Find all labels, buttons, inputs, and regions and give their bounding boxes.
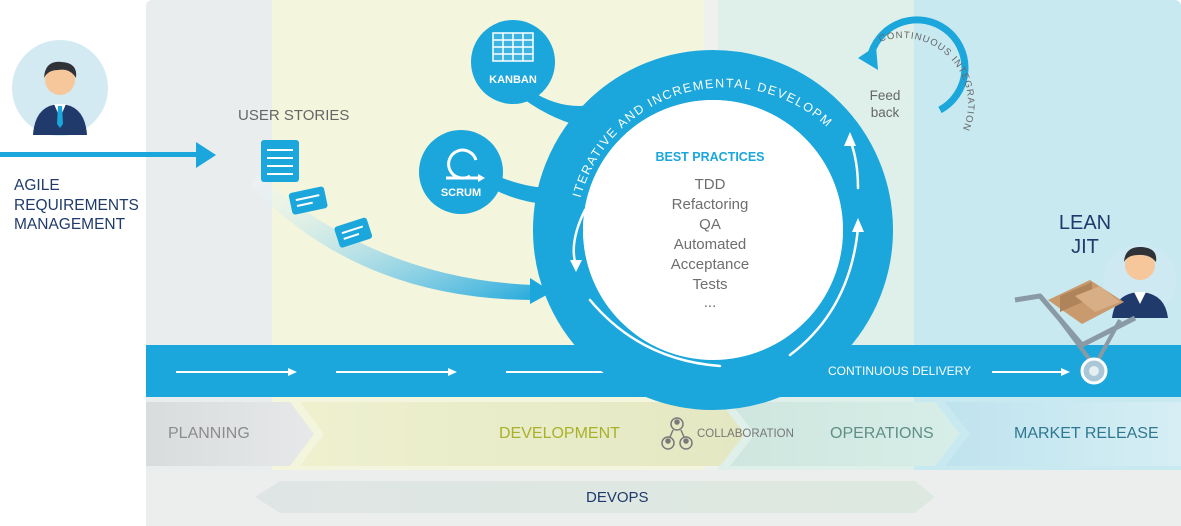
- best-practices-list: TDD Refactoring QA Automated Acceptance …: [613, 175, 807, 311]
- practice-item: TDD: [694, 176, 726, 193]
- devops-label: DEVOPS: [586, 489, 649, 506]
- feedback-label: Feed back: [864, 87, 906, 121]
- user-story-card-icon: [261, 140, 299, 182]
- continuous-delivery-label: CONTINUOUS DELIVERY: [828, 364, 972, 378]
- requirements-label-line3: MANAGEMENT: [14, 216, 126, 233]
- practice-item: Acceptance: [670, 256, 750, 273]
- feedback-label-line2: back: [870, 105, 900, 120]
- phase-collaboration: COLLABORATION: [697, 428, 794, 440]
- cycle-arrowheads: [570, 132, 864, 272]
- chevron-planning: [146, 402, 314, 466]
- phase-planning: PLANNING: [168, 425, 250, 442]
- devops-arrow: [255, 481, 935, 513]
- practice-item: ...: [703, 294, 717, 311]
- lean-jit-avatar: [1104, 244, 1176, 318]
- kanban-board-icon: [492, 32, 534, 62]
- scrum-badge[interactable]: [419, 130, 503, 214]
- user-stories-flow-arrowhead: [530, 278, 552, 304]
- requirements-label-line2: REQUIREMENTS: [14, 196, 139, 214]
- chevron-development: [300, 402, 745, 466]
- feedback-loop-arrowhead: [858, 46, 878, 70]
- feedback-loop-arrow: [866, 16, 969, 114]
- chevron-market-release: [945, 402, 1181, 466]
- best-practices-heading: BEST PRACTICES: [655, 150, 765, 164]
- user-story-note-icon: [288, 186, 328, 215]
- practice-item: QA: [699, 216, 721, 233]
- practice-item: Automated: [673, 236, 747, 253]
- requirements-arrow: [0, 142, 216, 168]
- lean-jit-label: LEAN JIT: [1050, 211, 1120, 259]
- jit-label: JIT: [1071, 236, 1099, 258]
- chevron-operations: [730, 402, 960, 466]
- development-cycle-core: [583, 100, 843, 360]
- practice-item: Refactoring: [671, 196, 749, 213]
- scrum-label[interactable]: SCRUM: [440, 187, 482, 199]
- phase-operations: OPERATIONS: [830, 425, 934, 442]
- development-cycle-ring: [533, 50, 893, 410]
- lean-label: LEAN: [1058, 212, 1112, 234]
- phase-development: DEVELOPMENT: [499, 425, 620, 442]
- kanban-label[interactable]: KANBAN: [489, 74, 537, 86]
- scrum-cycle-icon: [446, 148, 485, 182]
- user-story-sticky-icon: [334, 217, 373, 248]
- kanban-badge[interactable]: [471, 20, 555, 104]
- requirements-label: AGILE REQUIREMENTS MANAGEMENT: [14, 176, 139, 235]
- user-stories-label: USER STORIES: [238, 107, 350, 124]
- user-stories-flow: [250, 175, 535, 300]
- collaboration-icon: [661, 417, 693, 450]
- feedback-label-line1: Feed: [869, 88, 901, 103]
- cart-wheel-icon: [1080, 357, 1108, 385]
- practice-item: Tests: [692, 276, 728, 293]
- product-owner-avatar: [12, 40, 108, 136]
- requirements-label-line1: AGILE: [14, 177, 60, 194]
- phase-market-release: MARKET RELEASE: [1014, 425, 1159, 442]
- phase-chevrons: [146, 402, 1181, 466]
- shopping-cart-icon: [1014, 280, 1137, 362]
